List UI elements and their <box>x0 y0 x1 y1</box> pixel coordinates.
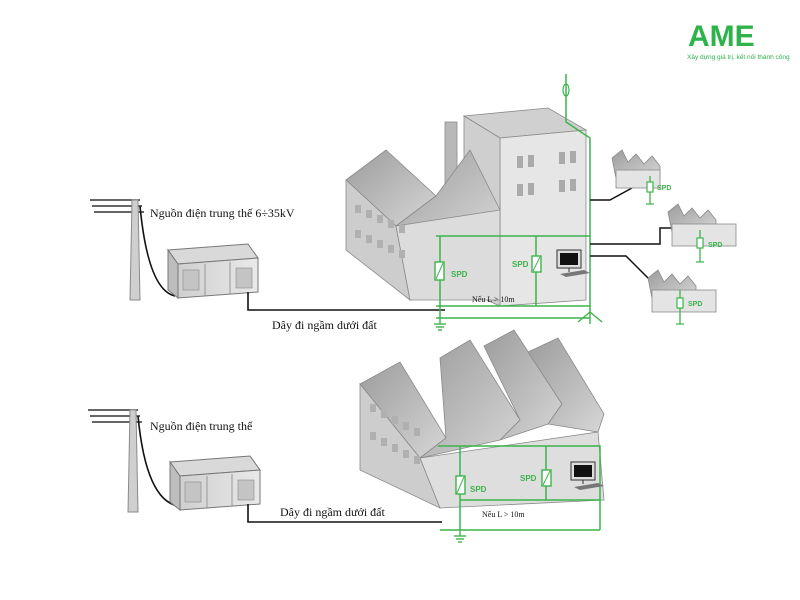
outbuilding: SPD <box>611 149 671 205</box>
factory-icon <box>345 107 588 307</box>
spd-device: SPD <box>512 255 542 273</box>
outbuilding-cables <box>590 187 680 281</box>
spd-device: SPD <box>455 475 487 495</box>
underground-cable <box>247 292 445 311</box>
protection-network <box>436 235 590 319</box>
source-label: Nguồn điện trung thế <box>150 419 253 433</box>
distance-label: Nếu L > 10m <box>472 295 515 304</box>
transformer-box-icon <box>167 243 259 300</box>
underground-cable <box>247 504 442 523</box>
spd-label: SPD <box>451 270 468 279</box>
cable-label: Dây đi ngầm dưới đất <box>280 505 385 519</box>
ground-icon <box>454 530 466 543</box>
distance-label: Nếu L > 10m <box>482 510 525 519</box>
diagram-bottom: Nguồn điện trung thế Dây đi ngầm dưới đấ… <box>88 329 605 543</box>
spd-label: SPD <box>708 242 722 249</box>
factory-icon <box>359 329 605 509</box>
power-pole-icon <box>90 199 144 301</box>
spd-label: SPD <box>688 301 702 308</box>
spd-label: SPD <box>520 474 537 483</box>
computer-icon <box>556 249 590 277</box>
spd-device: SPD <box>520 469 552 487</box>
diagram-top: Nguồn điện trung thế 6÷35kV Dây đi ngầm … <box>90 74 737 332</box>
brand-logo: AME Xây dựng giá trị, kết nối thành công <box>687 20 790 61</box>
outbuilding: SPD <box>667 203 737 263</box>
spd-label: SPD <box>512 260 529 269</box>
outbuilding: SPD <box>647 269 717 325</box>
transformer-box-icon <box>169 455 261 512</box>
computer-icon <box>570 461 604 490</box>
brand-name: AME <box>688 20 755 53</box>
cable-label: Dây đi ngầm dưới đất <box>272 318 377 332</box>
cable-line <box>139 205 176 297</box>
brand-tagline: Xây dựng giá trị, kết nối thành công <box>687 52 790 61</box>
ground-icon <box>434 318 446 331</box>
spd-device: SPD <box>434 261 468 281</box>
source-label: Nguồn điện trung thế 6÷35kV <box>150 206 295 220</box>
spd-label: SPD <box>470 485 487 494</box>
spd-label: SPD <box>657 185 671 192</box>
power-pole-icon <box>88 409 142 513</box>
